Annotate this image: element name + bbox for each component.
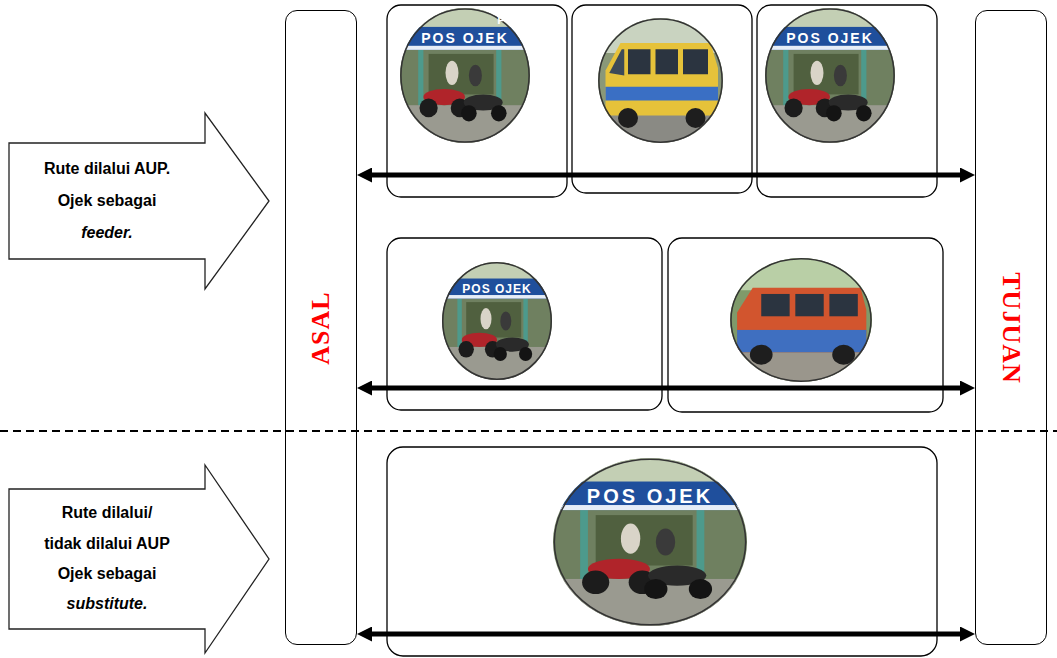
route-segment-box xyxy=(387,5,567,197)
text-run: dilalui xyxy=(86,535,136,552)
arrow-text: Rute dilalui/ tidak dilalui AUP Ojek seb… xyxy=(42,498,172,620)
route-segment-box xyxy=(757,5,937,197)
text-run: sebagai xyxy=(97,565,157,582)
route-segment-box xyxy=(387,238,662,410)
arrow-shape xyxy=(9,465,269,653)
arrow-shape xyxy=(9,113,269,289)
angkot-photo xyxy=(730,258,872,382)
block-arrow: Rute dilalui/ tidak dilalui AUP Ojek seb… xyxy=(9,465,269,653)
sign-text: POS OJEK xyxy=(587,486,713,506)
divider-dashed xyxy=(0,430,1057,432)
arrow-outline xyxy=(9,465,269,653)
text-run: AUP xyxy=(136,535,170,552)
text-run: Ojek xyxy=(58,192,97,209)
origin-box: ASAL xyxy=(285,10,357,645)
text-group: Rute dilalui AUP. Ojek sebagai feeder. xyxy=(37,153,177,249)
arrow-text: Rute dilalui AUP. Ojek sebagai feeder. xyxy=(37,153,177,249)
ojek-photo xyxy=(442,262,552,380)
endpoint-label: ASAL xyxy=(307,291,336,364)
route-segment-box xyxy=(387,447,937,656)
sign-text: POS OJEK xyxy=(497,14,558,26)
text-group: TUJUAN xyxy=(997,272,1026,383)
text-run: sebagai xyxy=(97,192,157,209)
endpoint-label: TUJUAN xyxy=(997,272,1026,383)
route-frames xyxy=(387,5,943,656)
text-group: ASAL xyxy=(307,291,336,364)
text-run: Rute xyxy=(44,160,84,177)
sign-text: POS OJEK xyxy=(786,31,874,45)
ojek-photo xyxy=(765,8,895,143)
block-arrow: Rute dilalui AUP. Ojek sebagai feeder. xyxy=(9,113,269,289)
destination-box: TUJUAN xyxy=(975,10,1047,645)
sign-text: POS OJEK xyxy=(421,31,509,45)
text-run: Ojek xyxy=(58,565,97,582)
double-arrow xyxy=(372,632,960,637)
text-run: Rute xyxy=(62,504,102,521)
ojek-photo xyxy=(400,8,530,143)
text-run: feeder. xyxy=(81,224,133,241)
text-run: AUP. xyxy=(134,160,170,177)
photos xyxy=(400,8,895,626)
ojek-photo xyxy=(553,458,747,626)
route-segment-box xyxy=(572,5,752,193)
angkot-photo xyxy=(598,18,723,143)
double-arrow xyxy=(372,173,960,178)
text-run: tidak xyxy=(44,535,86,552)
text-group: Rute dilalui/ tidak dilalui AUP Ojek seb… xyxy=(42,498,172,620)
text-run: dilalui/ xyxy=(102,504,153,521)
text-run: dilalui xyxy=(84,160,134,177)
double-arrow xyxy=(372,386,960,391)
text-run: substitute. xyxy=(67,595,148,612)
sign-text: POS OJEK xyxy=(462,283,531,295)
